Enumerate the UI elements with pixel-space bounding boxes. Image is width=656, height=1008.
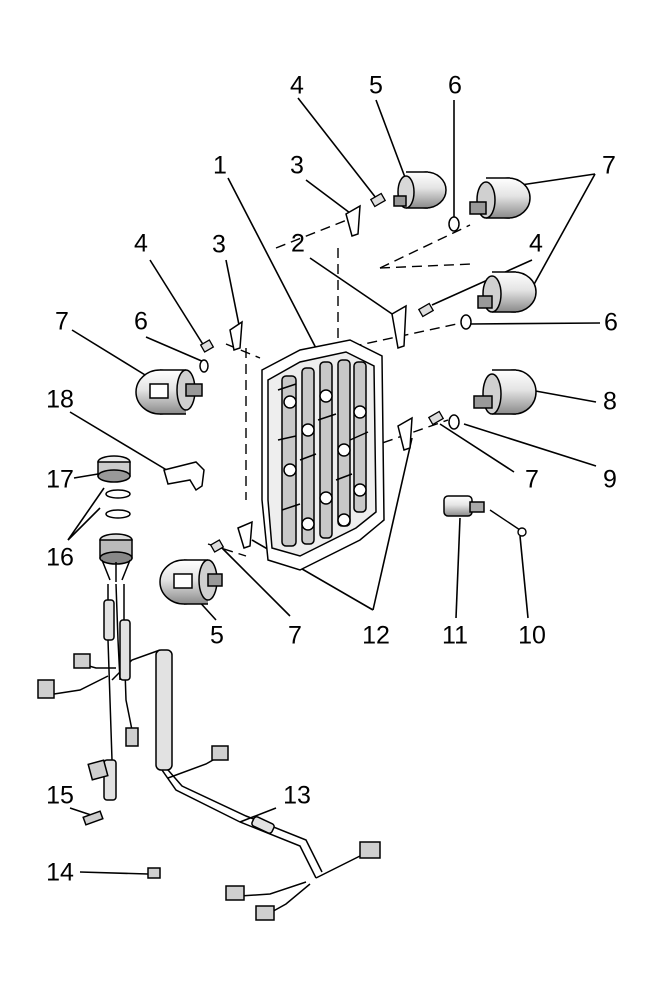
solenoid-mid-7 — [477, 271, 537, 313]
o-rings-16 — [105, 489, 131, 519]
wiring-harness — [53, 583, 361, 915]
solenoid-bottom-5 — [159, 559, 223, 605]
callout-14: 14 — [46, 858, 74, 887]
valve-body — [261, 339, 385, 571]
callout-9: 9 — [603, 465, 617, 494]
callout-7: 7 — [55, 307, 69, 336]
callout-6: 6 — [134, 307, 148, 336]
callout-3: 3 — [290, 151, 304, 180]
bolts — [199, 192, 445, 553]
solenoid-top-7 — [469, 177, 531, 219]
screw-10 — [489, 509, 527, 537]
callout-8: 8 — [603, 387, 617, 416]
bracket-18 — [163, 461, 205, 492]
callout-4: 4 — [529, 229, 543, 258]
solenoid-top-5 — [393, 171, 447, 209]
callout-13: 13 — [283, 781, 311, 810]
harness-sleeves — [103, 599, 275, 834]
solenoid-left-7 — [135, 369, 203, 415]
callout-16: 16 — [46, 543, 74, 572]
callout-1: 1 — [213, 151, 227, 180]
callout-7: 7 — [602, 151, 616, 180]
callout-7: 7 — [288, 621, 302, 650]
retainer-clips — [199, 204, 472, 549]
callout-5: 5 — [210, 621, 224, 650]
callout-17: 17 — [46, 465, 74, 494]
callout-6: 6 — [604, 308, 618, 337]
pressure-switch-11 — [443, 495, 485, 517]
callout-11: 11 — [442, 621, 468, 650]
callout-18: 18 — [46, 385, 74, 414]
cap-17 — [97, 455, 131, 483]
callout-12: 12 — [362, 621, 390, 650]
solenoid-8 — [473, 369, 537, 415]
callout-15: 15 — [46, 781, 74, 810]
callout-6: 6 — [448, 71, 462, 100]
callout-4: 4 — [134, 229, 148, 258]
harness-plugs — [37, 653, 381, 921]
callout-3: 3 — [212, 230, 226, 259]
callout-2: 2 — [291, 229, 305, 258]
callout-7: 7 — [525, 465, 539, 494]
callout-10: 10 — [518, 621, 546, 650]
callout-4: 4 — [290, 71, 304, 100]
harness-connector — [99, 533, 133, 582]
callout-5: 5 — [369, 71, 383, 100]
